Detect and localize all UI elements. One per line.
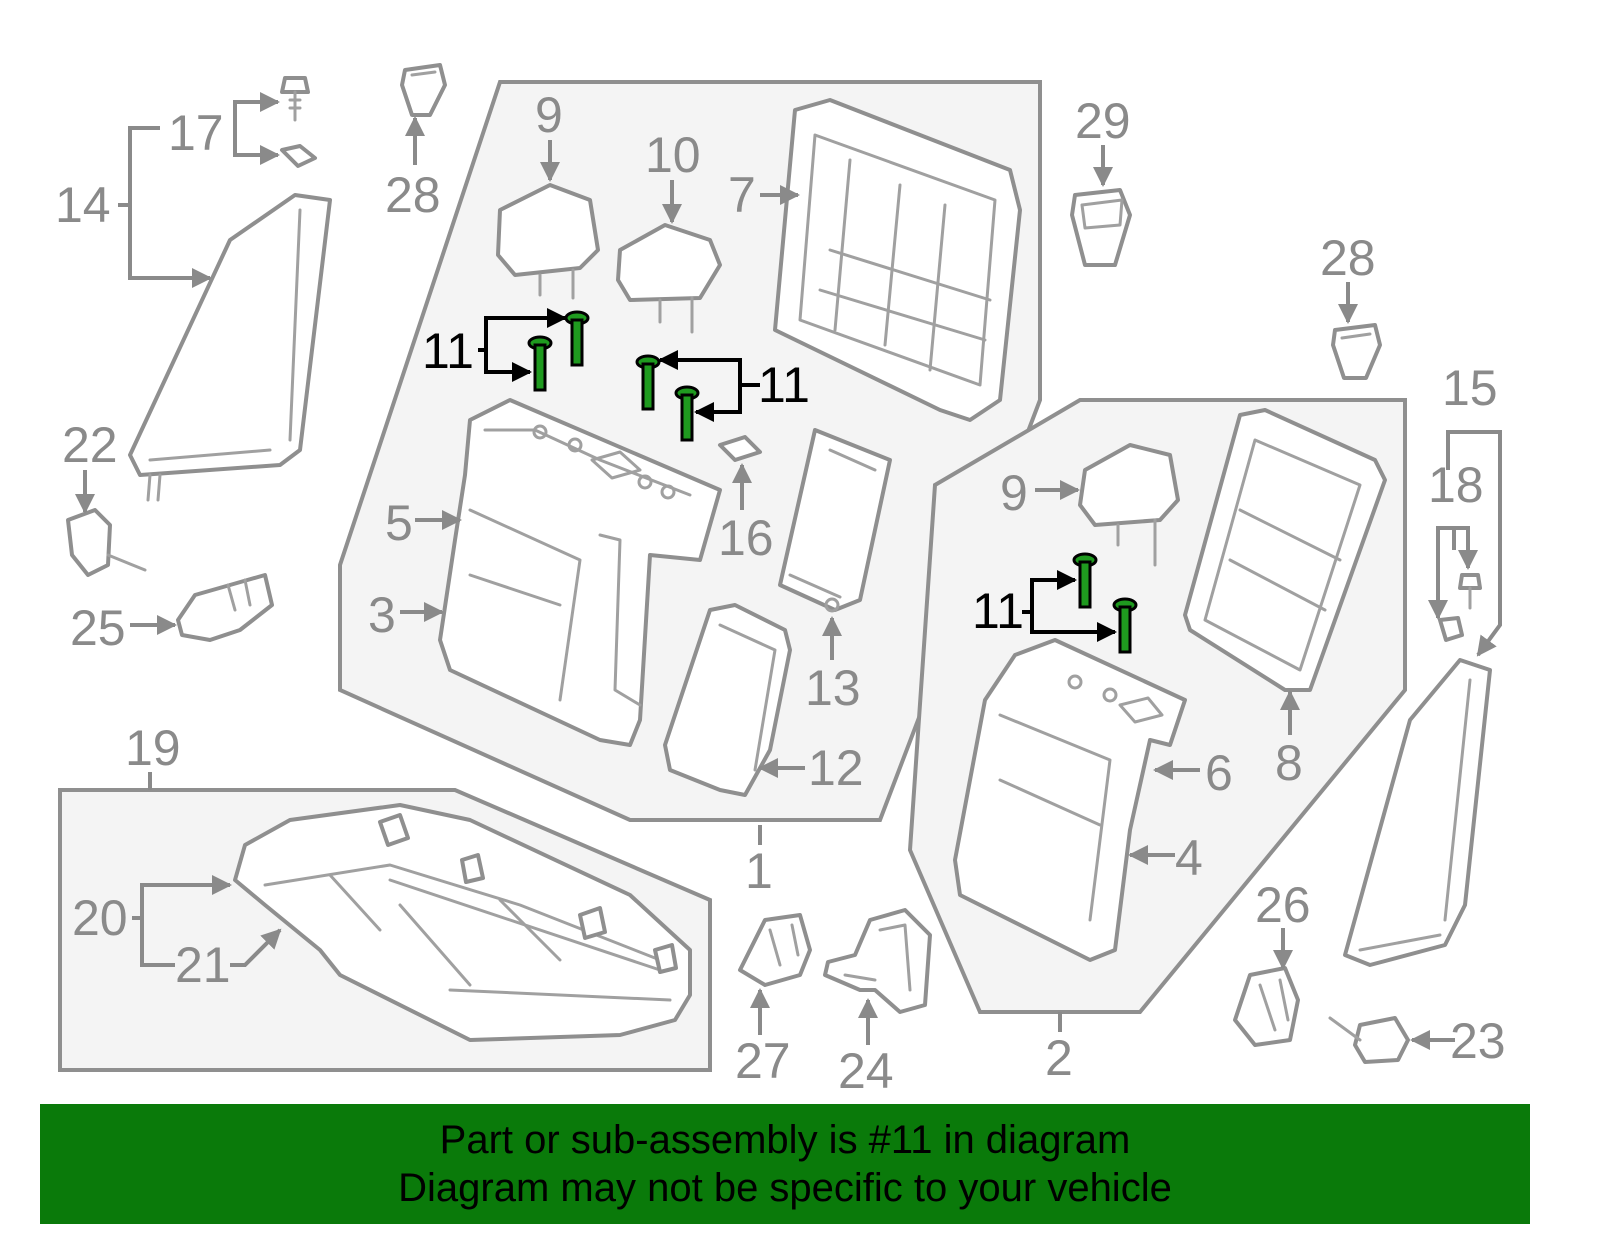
part-7-seat-back-frame <box>773 98 1022 422</box>
callout-20: 20 <box>72 890 128 946</box>
callout-23: 23 <box>1450 1013 1506 1069</box>
part-18-fasteners <box>1438 573 1482 642</box>
part-13-armrest-panel <box>778 428 892 613</box>
callout-29: 29 <box>1075 93 1131 149</box>
callout-27: 27 <box>735 1033 791 1089</box>
callout-2: 2 <box>1045 1030 1073 1086</box>
callout-9-right: 9 <box>1000 465 1028 521</box>
part-14-left-bolster <box>128 193 332 502</box>
callout-24: 24 <box>838 1043 894 1099</box>
callout-28-right: 28 <box>1320 230 1376 286</box>
part-28-clip-right <box>1331 323 1382 380</box>
part-10-headrest-middle <box>616 223 722 334</box>
callout-22: 22 <box>62 417 118 473</box>
leader-lines <box>75 92 1502 1050</box>
bolt-11-e <box>1072 552 1098 609</box>
callout-14: 14 <box>55 177 111 233</box>
part-12-armrest <box>663 603 792 797</box>
part-9-headrest-left <box>496 183 600 300</box>
callout-11-right: 11 <box>972 583 1024 639</box>
callout-1: 1 <box>745 843 773 899</box>
part-20-21-seat-cushion <box>233 803 692 1042</box>
callout-13: 13 <box>805 660 861 716</box>
part-26-bracket <box>1233 966 1300 1047</box>
part-8-right-frame <box>1183 408 1387 692</box>
bolt-11-d <box>674 385 700 442</box>
callout-8: 8 <box>1275 735 1303 791</box>
banner-line-2: Diagram may not be specific to your vehi… <box>398 1166 1172 1210</box>
callout-12: 12 <box>808 740 864 796</box>
bolt-11-a <box>527 335 553 392</box>
part-11-bolts <box>527 310 1138 654</box>
part-25-bracket <box>176 573 274 642</box>
callout-11-middle: 11 <box>758 357 810 413</box>
callout-labels: 14 17 28 9 10 7 29 28 15 18 22 5 3 25 16… <box>55 87 1506 1099</box>
callout-11-left: 11 <box>422 323 474 379</box>
callout-7: 7 <box>728 167 756 223</box>
callout-10: 10 <box>645 127 701 183</box>
callout-15: 15 <box>1442 360 1498 416</box>
part-22-lock <box>66 508 147 577</box>
part-23-lock <box>1328 1016 1410 1064</box>
leader-lines-11 <box>478 308 1117 642</box>
part-24-hinge <box>823 908 932 1014</box>
callout-21: 21 <box>175 937 231 993</box>
part-28-clip-top <box>400 63 447 117</box>
callout-4: 4 <box>1175 830 1203 886</box>
callout-17: 17 <box>168 105 224 161</box>
part-29-trim-cover <box>1070 188 1132 267</box>
callout-5: 5 <box>385 495 413 551</box>
callout-26: 26 <box>1255 877 1311 933</box>
banner-line-1: Part or sub-assembly is #11 in diagram <box>439 1118 1131 1162</box>
part-9-headrest-right <box>1078 443 1180 567</box>
callout-6: 6 <box>1205 745 1233 801</box>
part-3-5-seat-back-left <box>438 398 722 747</box>
callout-3: 3 <box>368 587 396 643</box>
callout-9-left: 9 <box>535 87 563 143</box>
bolt-11-f <box>1112 597 1138 654</box>
part-17-fasteners <box>280 76 317 168</box>
info-banner: Part or sub-assembly is #11 in diagram D… <box>40 1104 1530 1224</box>
part-16-clip <box>718 435 762 462</box>
bolt-11-b <box>564 310 590 367</box>
callout-25: 25 <box>70 600 126 656</box>
part-4-6-right-seat-back <box>953 638 1187 962</box>
callout-18: 18 <box>1428 457 1484 513</box>
callout-16: 16 <box>718 510 774 566</box>
callout-19: 19 <box>125 720 181 776</box>
callout-28-top: 28 <box>385 167 441 223</box>
part-27-hinge <box>738 913 812 987</box>
part-15-right-bolster <box>1343 658 1492 967</box>
